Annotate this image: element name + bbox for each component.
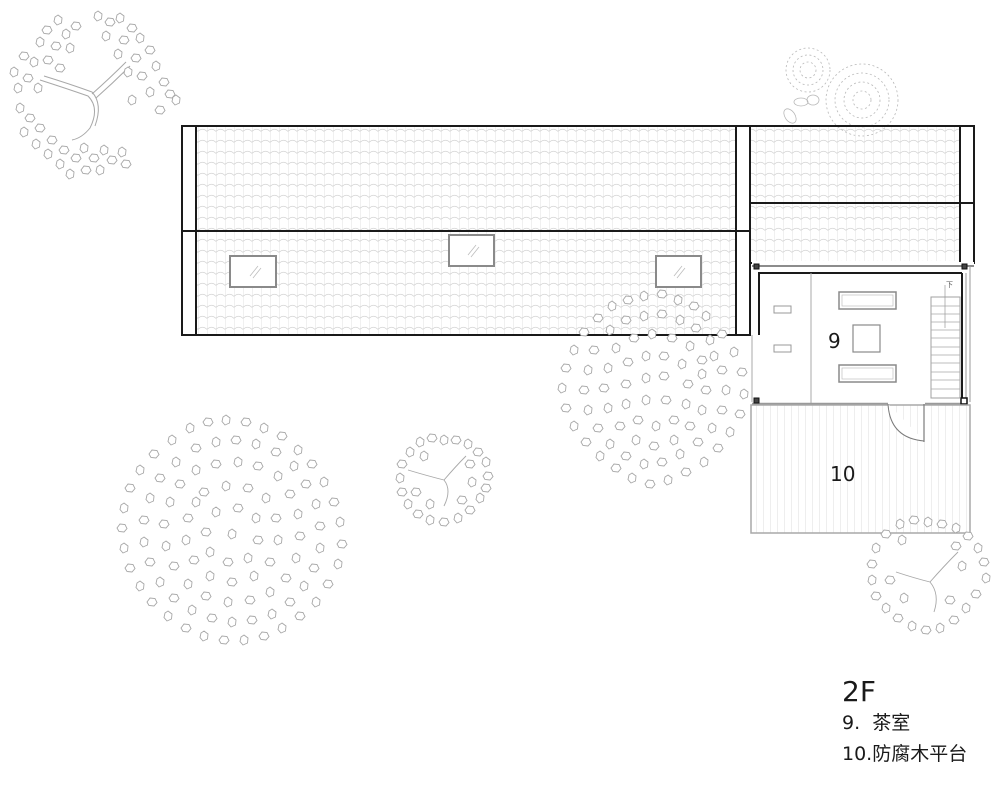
legend-item-wood-deck: 10.防腐木平台: [842, 743, 968, 765]
legend-item-tea-room: 9. 茶室: [842, 712, 911, 734]
skylight-1: [229, 255, 277, 288]
tree-icon-top-left: [9, 10, 181, 180]
main-roof: [181, 125, 751, 336]
tree-icon-lower-right: [866, 515, 991, 635]
tree-icon-small-middle: [395, 433, 494, 527]
legend: 2F 9. 茶室 10.防腐木平台: [842, 676, 967, 770]
floor-label: 2F: [842, 675, 876, 708]
side-roof: [749, 125, 975, 264]
room-number-10: 10: [830, 462, 856, 486]
wooden-deck: [750, 403, 971, 534]
skylight-2: [448, 234, 495, 267]
tree-icon-lower-left: [116, 414, 348, 646]
shrub-icon-top-right: [783, 47, 899, 137]
skylight-3: [655, 255, 702, 288]
svg-text:下: 下: [946, 281, 953, 289]
tea-room: 下: [751, 262, 974, 406]
room-number-9: 9: [828, 329, 841, 353]
